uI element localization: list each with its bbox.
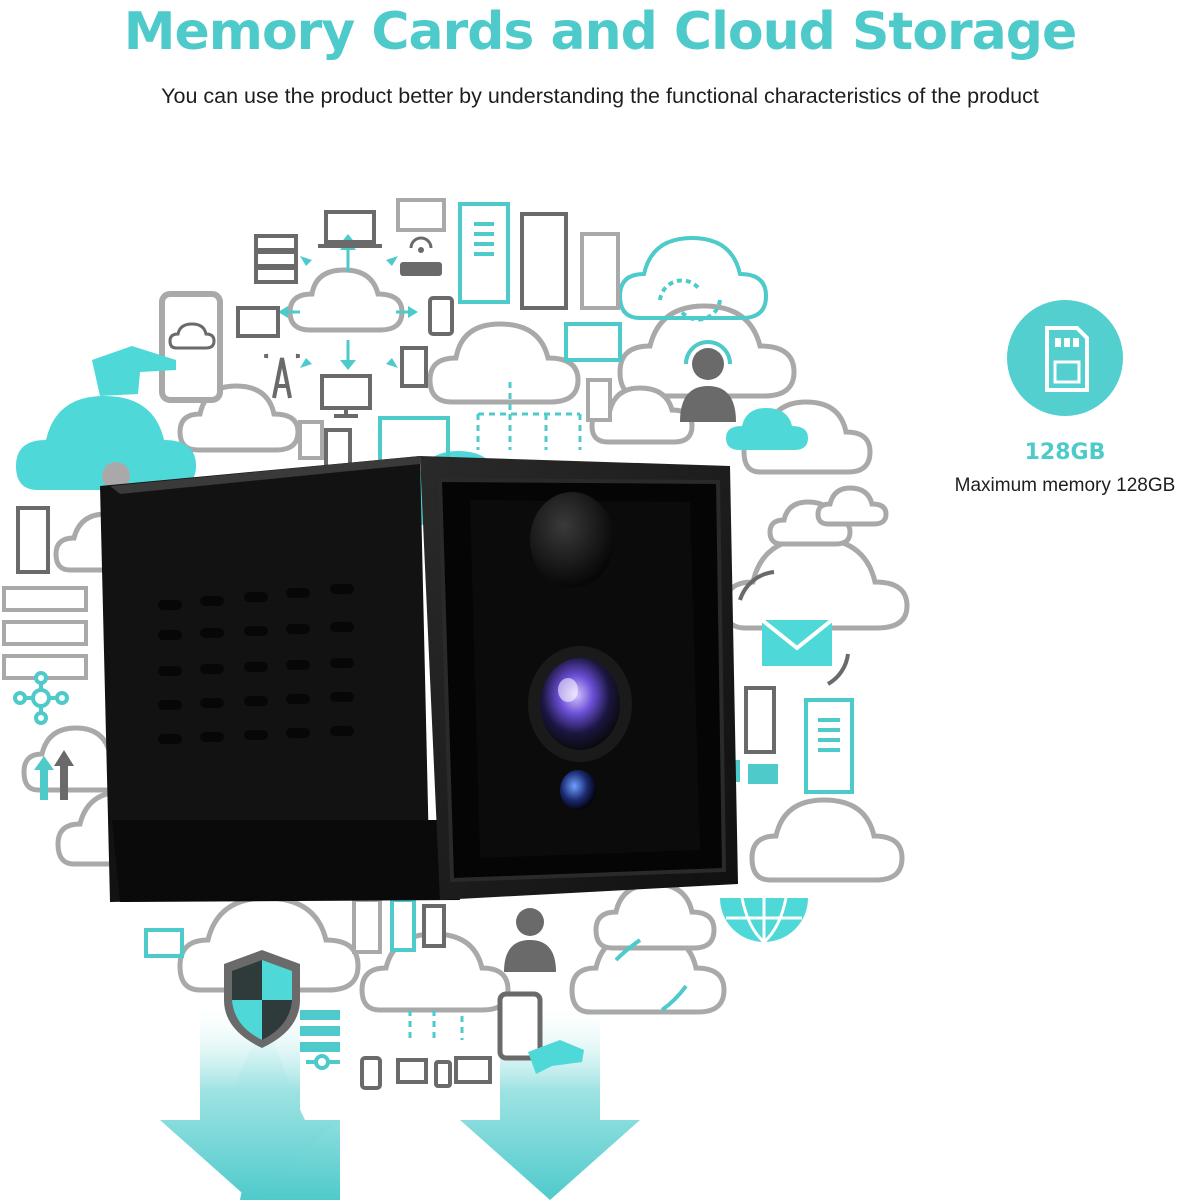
server-rack-icon [2,586,88,680]
page-subtitle: You can use the product better by unders… [161,84,1039,108]
tablet-touch-icon [92,291,223,403]
capacity-description: Maximum memory 128GB [954,475,1176,496]
server-icon [390,202,854,952]
upload-arrows-icon [34,750,74,800]
memory-feature: 128GB Maximum memory 128GB [930,300,1200,497]
sd-card-icon [1045,326,1089,392]
globe-icon [720,897,808,944]
capacity-value: 128GB [1024,440,1106,465]
phone-icon [360,1056,452,1090]
router-icon [400,236,442,276]
email-icon [738,570,850,686]
antenna-icon [264,353,300,399]
camera-icon [100,456,738,902]
laptop-icon [236,198,454,418]
sync-arrow-icon [614,938,688,1012]
security-shield-icon [224,950,300,1048]
data-flow-icon [408,382,582,1040]
phone-touch-icon [497,991,584,1074]
sd-card-badge [1007,300,1123,416]
laptop-icon [396,1056,492,1084]
user-icon [102,462,556,972]
server-rack-icon [300,1010,340,1052]
support-agent-icon [680,340,736,422]
page-title: Memory Cards and Cloud Storage [123,2,1078,62]
network-icon [13,671,340,1070]
download-arrow-icon [160,1000,640,1200]
